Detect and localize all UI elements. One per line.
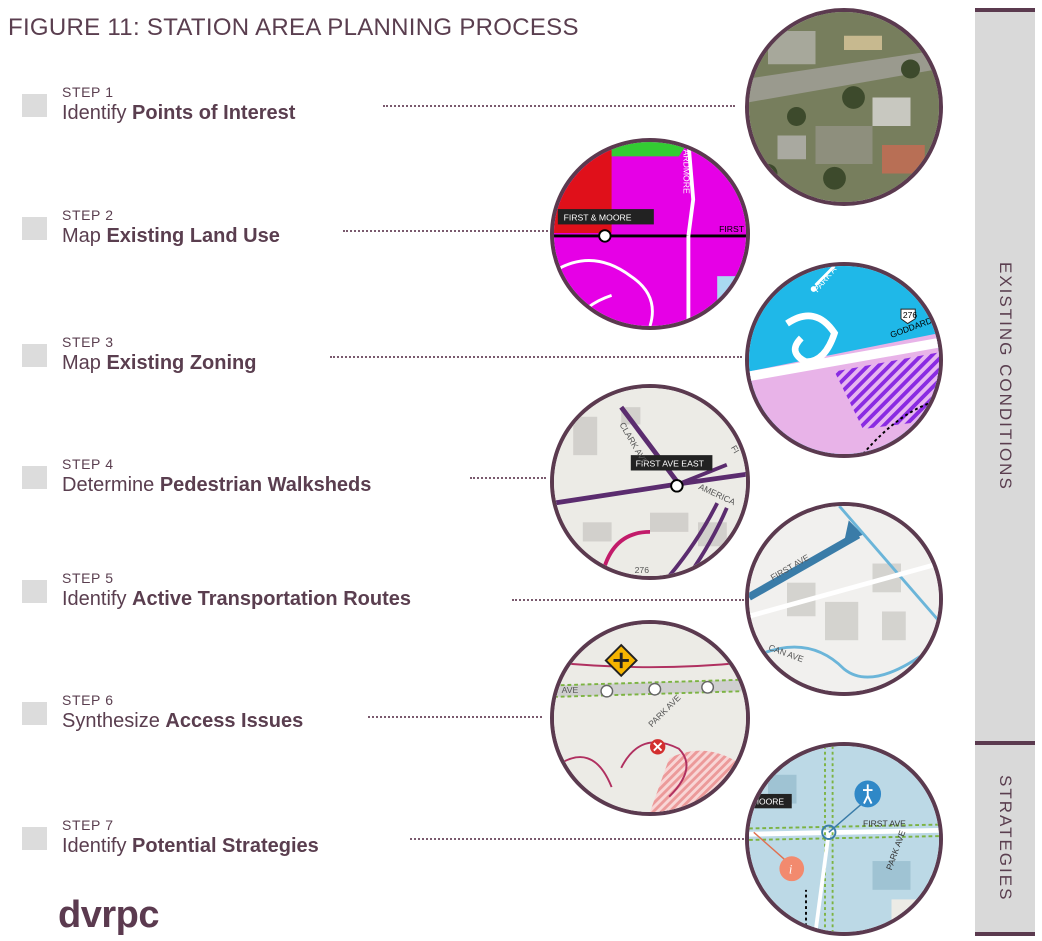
map-label-station: FIRST AVE EAST (636, 459, 705, 469)
page-title: FIGURE 11: STATION AREA PLANNING PROCESS (8, 14, 579, 41)
step-text: Map Existing Zoning (62, 352, 257, 374)
map-label-shield: 276 (903, 310, 917, 320)
map-label-station: FIRST & MOORE (564, 213, 632, 223)
info-icon: i (789, 862, 793, 876)
step-marker (22, 702, 47, 725)
step-text: Identify Active Transportation Routes (62, 588, 411, 610)
existing-conditions-label: EXISTING CONDITIONS (996, 262, 1015, 491)
step-label: STEP 2 (62, 207, 114, 223)
step-text: Identify Points of Interest (62, 102, 296, 124)
step-marker (22, 466, 47, 489)
map-label-first-ave: FIRST AVE (863, 818, 906, 828)
step-marker (22, 827, 47, 850)
connector-step-3 (330, 356, 742, 358)
map-label-road: ARDMORE (682, 150, 692, 194)
step-marker (22, 344, 47, 367)
step-label: STEP 5 (62, 570, 114, 586)
walkshed-map-circle: FIRST AVE EAST CLARK AVE FI AMERICA 276 (550, 384, 750, 580)
zoning-map-circle: 276 PARK A GODDARD BLVD (745, 262, 943, 458)
step-label: STEP 1 (62, 84, 114, 100)
step-marker (22, 94, 47, 117)
sidebar-top-rule (975, 8, 1035, 12)
aerial-photo-circle (745, 8, 943, 206)
map-label-station: MOORE (752, 796, 785, 806)
map-label-fi: FI (729, 443, 742, 455)
land-use-map-circle: FIRST & MOORE FIRST ARDMORE (550, 138, 750, 330)
step-label: STEP 4 (62, 456, 114, 472)
strategies-map-circle: i MOORE FIRST AVE PARK AVE (745, 742, 943, 936)
active-transportation-map-circle: FIRST AVE CAN AVE (745, 502, 943, 696)
step-label: STEP 7 (62, 817, 114, 833)
step-text: Map Existing Land Use (62, 225, 280, 247)
sidebar-divider-rule (975, 741, 1035, 745)
strategies-label: STRATEGIES (996, 775, 1015, 902)
step-label: STEP 3 (62, 334, 114, 350)
connector-step-2 (343, 230, 548, 232)
map-label-shield: 276 (635, 565, 650, 575)
map-label-street: FIRST (719, 224, 745, 234)
connector-step-7 (410, 838, 748, 840)
step-text: Identify Potential Strategies (62, 835, 319, 857)
step-marker (22, 217, 47, 240)
step-label: STEP 6 (62, 692, 114, 708)
connector-step-4 (470, 477, 546, 479)
step-text: Determine Pedestrian Walksheds (62, 474, 372, 496)
access-issues-map-circle: AVE PARK AVE (550, 620, 750, 816)
step-marker (22, 580, 47, 603)
step-text: Synthesize Access Issues (62, 710, 304, 732)
connector-step-6 (368, 716, 542, 718)
dvrpc-logo: dvrpc (58, 894, 159, 936)
phase-sidebar: EXISTING CONDITIONS STRATEGIES (975, 8, 1035, 936)
connector-step-5 (512, 599, 744, 601)
sidebar-bottom-rule (975, 932, 1035, 936)
connector-step-1 (383, 105, 735, 107)
map-label-ave: AVE (562, 685, 579, 695)
